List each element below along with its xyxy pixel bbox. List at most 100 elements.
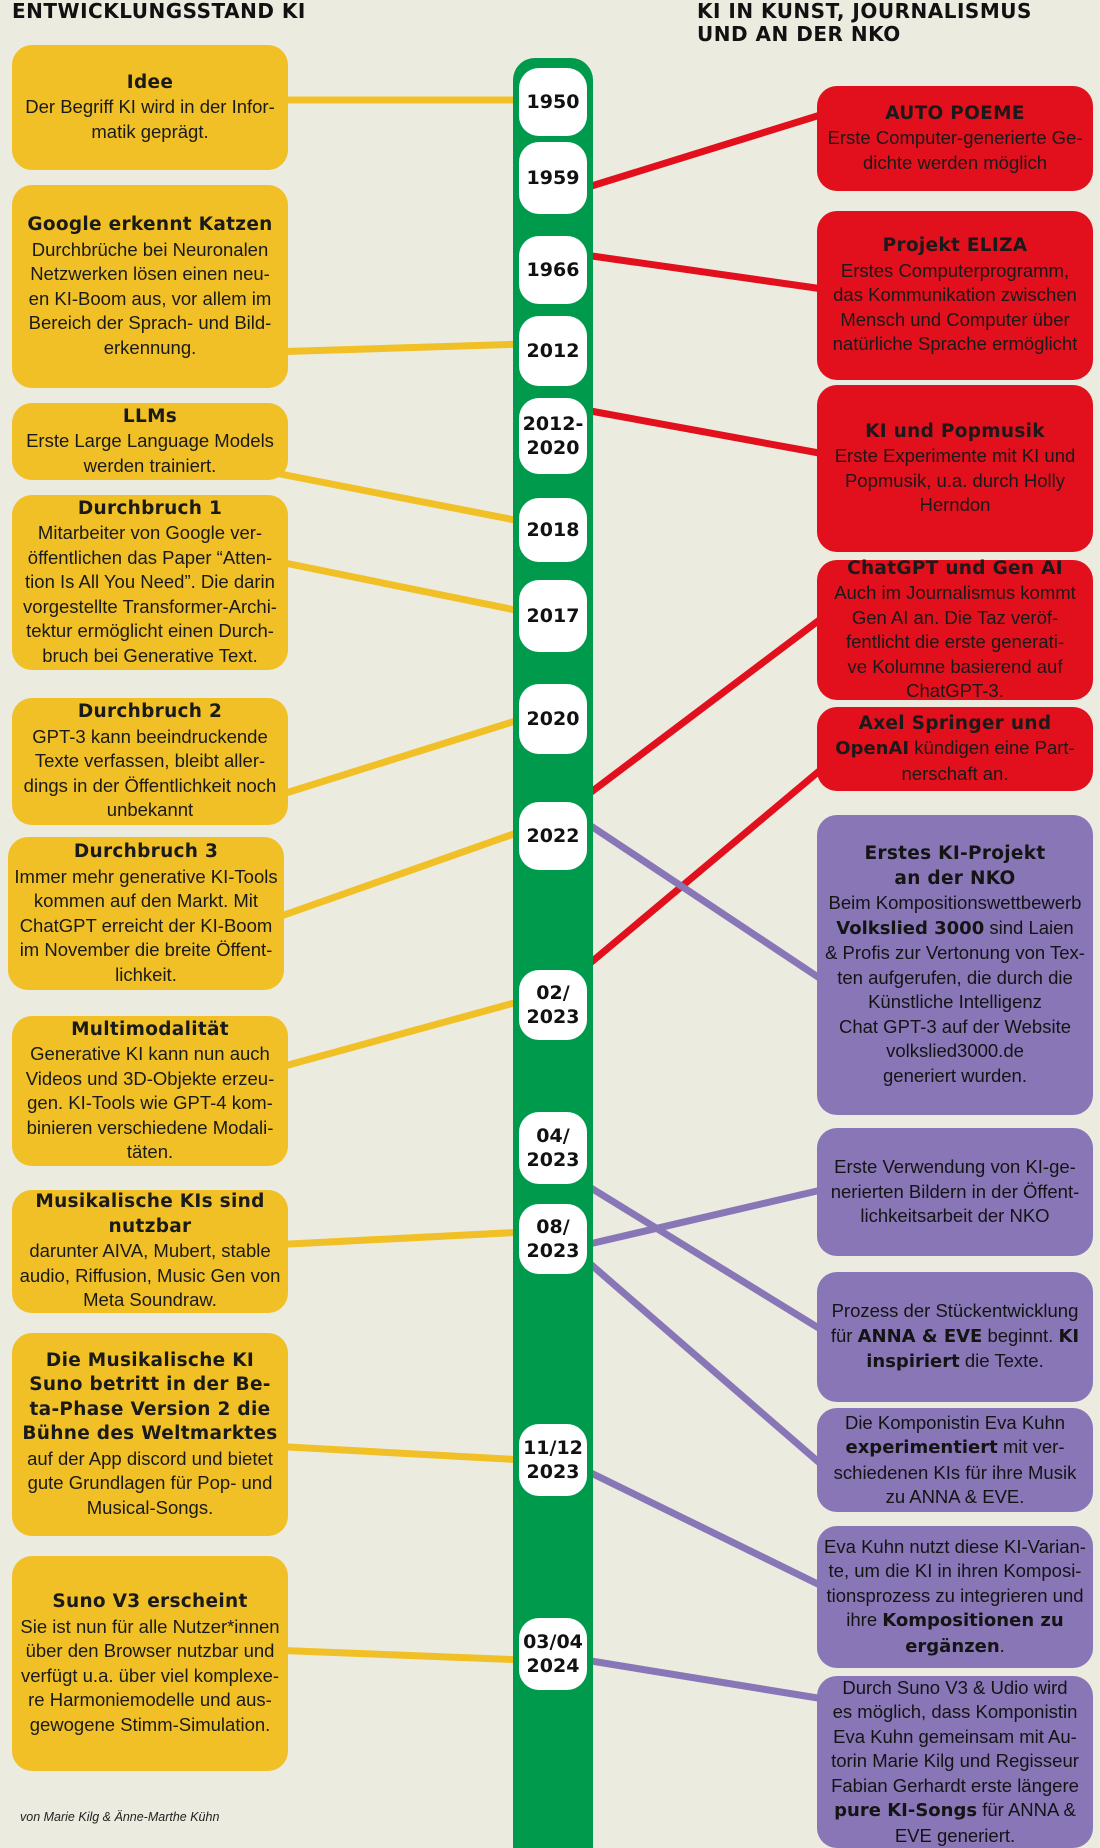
emphasis-text: Volkslied 3000 <box>836 917 985 939</box>
year-marker: 2012- 2020 <box>519 398 587 474</box>
body-text: Prozess der Stückentwicklung für <box>830 1300 1079 1346</box>
card-title: ChatGPT und Gen AI <box>847 557 1063 579</box>
milestone-card-left: Die Musikalische KI Suno betritt in der … <box>12 1333 288 1536</box>
body-text: Die Komponistin Eva Kuhn <box>844 1411 1066 1433</box>
card-title: Durchbruch 2 <box>77 701 223 723</box>
card-title: Durchbruch 1 <box>77 497 223 519</box>
nko-project-card: Erste Verwendung von KI-ge- nerierten Bi… <box>817 1128 1093 1256</box>
year-marker: 2018 <box>519 498 587 562</box>
body-text: für ANNA & EVE generiert. <box>894 1799 1076 1846</box>
card-body: Erstes Computerprogramm, das Kommunikati… <box>832 259 1078 355</box>
body-text: Erste Verwendung von KI-ge- nerierten Bi… <box>830 1156 1080 1227</box>
emphasis-text: OpenAI <box>835 738 910 760</box>
connector-line <box>269 340 526 356</box>
card-body: Mitarbeiter von Google ver- öffentlichen… <box>23 522 277 666</box>
card-body: darunter AIVA, Mubert, stable audio, Rif… <box>19 1240 281 1311</box>
connector-line <box>583 1466 832 1594</box>
card-body: Der Begriff KI wird in der Infor- matik … <box>25 96 275 142</box>
connector-line <box>584 1184 831 1249</box>
body-text: Durch Suno V3 & Udio wird es möglich, da… <box>831 1676 1079 1796</box>
card-body: Eva Kuhn nutzt diese KI-Varian- te, um d… <box>824 1535 1086 1660</box>
card-title: AUTO POEME <box>885 102 1025 124</box>
connector-line <box>268 714 527 802</box>
card-body: auf der App discord und bietet gute Grun… <box>27 1447 273 1518</box>
connector-line <box>583 108 832 192</box>
nko-project-card: Die Komponistin Eva Kuhn experimentiert … <box>817 1408 1093 1512</box>
credit-line: von Marie Kilg & Änne-Marthe Kühn <box>20 1810 220 1824</box>
year-marker: 2022 <box>519 802 587 870</box>
emphasis-text: Kompositionen zu ergänzen <box>882 1610 1064 1657</box>
body-text: sind Laien & Profis zur Vertonung von Te… <box>825 916 1085 1086</box>
card-title: Suno V3 erscheint <box>52 1591 248 1612</box>
card-body: Erste Verwendung von KI-ge- nerierten Bi… <box>831 1155 1080 1229</box>
connector-line <box>584 1656 831 1704</box>
card-body: GPT-3 kann beeindruckende Texte verfasse… <box>23 725 277 821</box>
card-title: Projekt ELIZA <box>882 235 1028 257</box>
card-title: KI und Popmusik <box>865 420 1045 442</box>
right-heading-line-2: UND AN DER NKO <box>697 22 901 46</box>
milestone-card-left: Durchbruch 1 Mitarbeiter von Google ver- … <box>12 495 288 670</box>
body-text: Beim Kompositionswettbewerb <box>828 892 1082 913</box>
year-marker: 02/ 2023 <box>519 970 587 1040</box>
year-marker: 04/ 2023 <box>519 1112 587 1184</box>
year-marker: 2012 <box>519 316 587 386</box>
body-text: kündigen eine Part- nerschaft an. <box>901 737 1075 784</box>
connector-line <box>269 1228 526 1249</box>
year-marker: 2017 <box>519 580 587 652</box>
connector-line <box>567 609 833 811</box>
emphasis-text: pure KI-Songs <box>834 1800 978 1822</box>
year-marker: 2020 <box>519 684 587 754</box>
right-column-heading: KI IN KUNST, JOURNALISMUS UND AN DER NKO <box>697 0 1032 46</box>
nko-project-card: Eva Kuhn nutzt diese KI-Varian- te, um d… <box>817 1526 1093 1668</box>
card-title: Die Musikalische KI Suno betritt in der … <box>22 1349 278 1445</box>
body-text: . <box>999 1634 1005 1656</box>
card-title: Idee <box>126 71 174 93</box>
year-marker: 1959 <box>519 142 587 214</box>
card-body: Die Komponistin Eva Kuhn experimentiert … <box>834 1411 1077 1510</box>
connector-line <box>567 759 833 983</box>
connector-line <box>268 826 527 924</box>
year-marker: 1966 <box>519 236 587 304</box>
card-title: Axel Springer und <box>858 712 1052 734</box>
card-title: Erstes KI-Projekt an der NKO <box>864 843 1046 889</box>
nko-project-card: Durch Suno V3 & Udio wird es möglich, da… <box>817 1676 1093 1848</box>
year-marker: 08/ 2023 <box>519 1204 587 1274</box>
connector-line <box>269 1646 526 1664</box>
connector-line <box>269 468 526 526</box>
left-column-heading: ENTWICKLUNGSSTAND KI <box>12 0 306 23</box>
card-body: Prozess der Stückentwicklung für ANNA & … <box>831 1299 1079 1375</box>
connector-line <box>584 251 831 294</box>
year-marker: 11/12 2023 <box>519 1424 587 1496</box>
card-body: Generative KI kann nun auch Videos und 3… <box>25 1043 275 1162</box>
card-body: Beim Kompositionswettbewerb Volkslied 30… <box>825 891 1085 1088</box>
card-body: Erste Large Language Models werden train… <box>26 430 274 476</box>
right-heading-line-1: KI IN KUNST, JOURNALISMUS <box>697 0 1032 23</box>
year-marker: 03/04 2024 <box>519 1618 587 1690</box>
body-text: Eva Kuhn nutzt diese KI-Varian- te, um d… <box>824 1535 1086 1631</box>
connector-line <box>584 406 831 459</box>
connector-line <box>577 1252 833 1475</box>
body-text: die Texte. <box>959 1350 1044 1372</box>
card-title: LLMs <box>122 405 178 427</box>
emphasis-text: KI inspiriert <box>866 1325 1080 1373</box>
card-body: Erste Experimente mit KI und Popmusik, u… <box>834 445 1076 515</box>
card-title: Multimodalität <box>71 1018 229 1040</box>
card-title: Musikalische KIs sind nutzbar <box>35 1191 265 1237</box>
card-body: Durchbrüche bei Neuronalen Netzwerken lö… <box>28 238 272 358</box>
card-title: Durchbruch 3 <box>73 841 219 862</box>
connector-line <box>269 556 526 616</box>
